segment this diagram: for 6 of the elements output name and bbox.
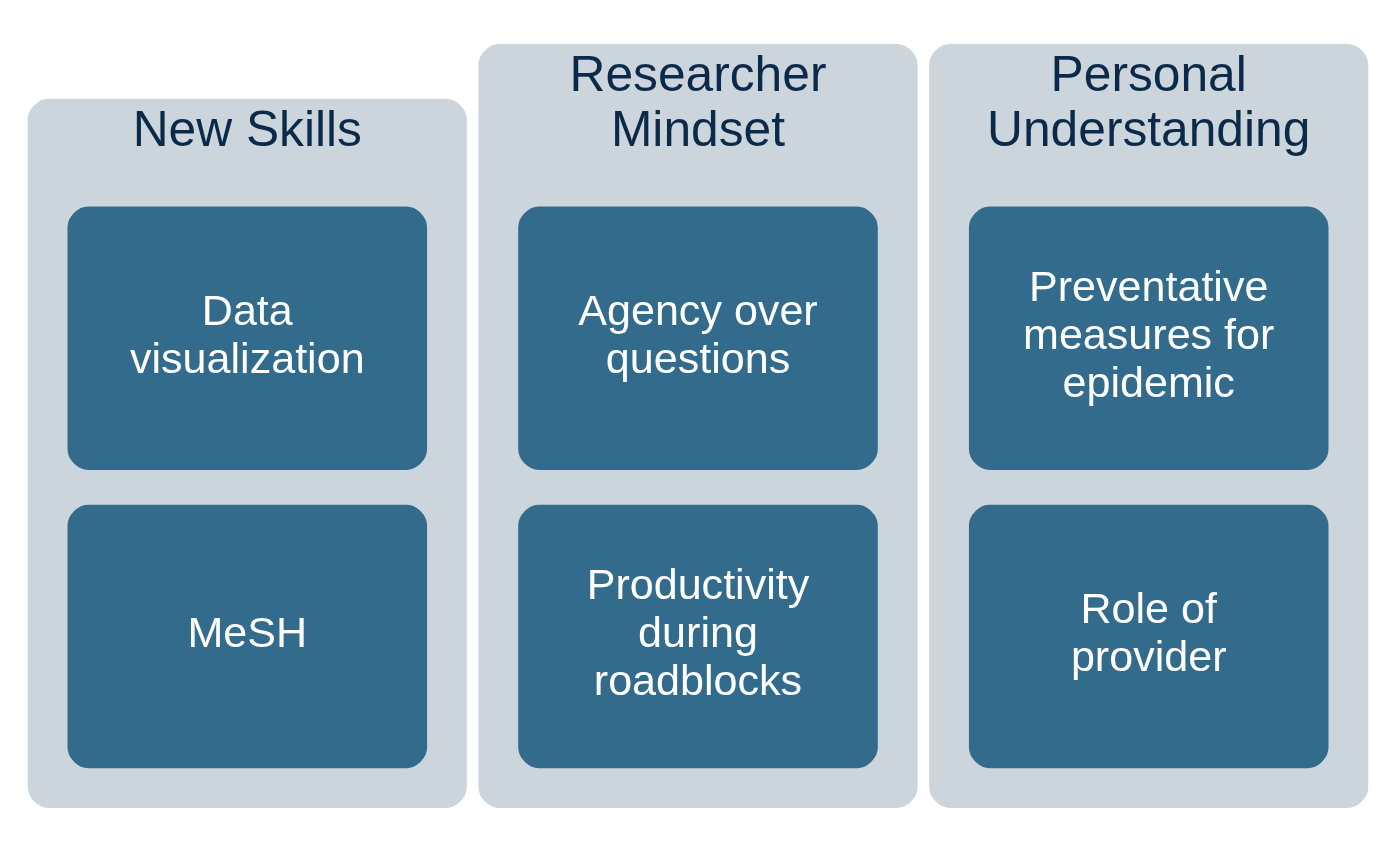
node-box: MeSH	[67, 504, 428, 769]
node-box: Productivity during roadblocks	[518, 504, 878, 769]
node-box: Agency over questions	[518, 206, 878, 470]
node-box: Preventative measures for epidemic	[968, 206, 1329, 470]
node-box: Role of provider	[968, 504, 1329, 769]
node-box: Data visualization	[67, 206, 428, 470]
